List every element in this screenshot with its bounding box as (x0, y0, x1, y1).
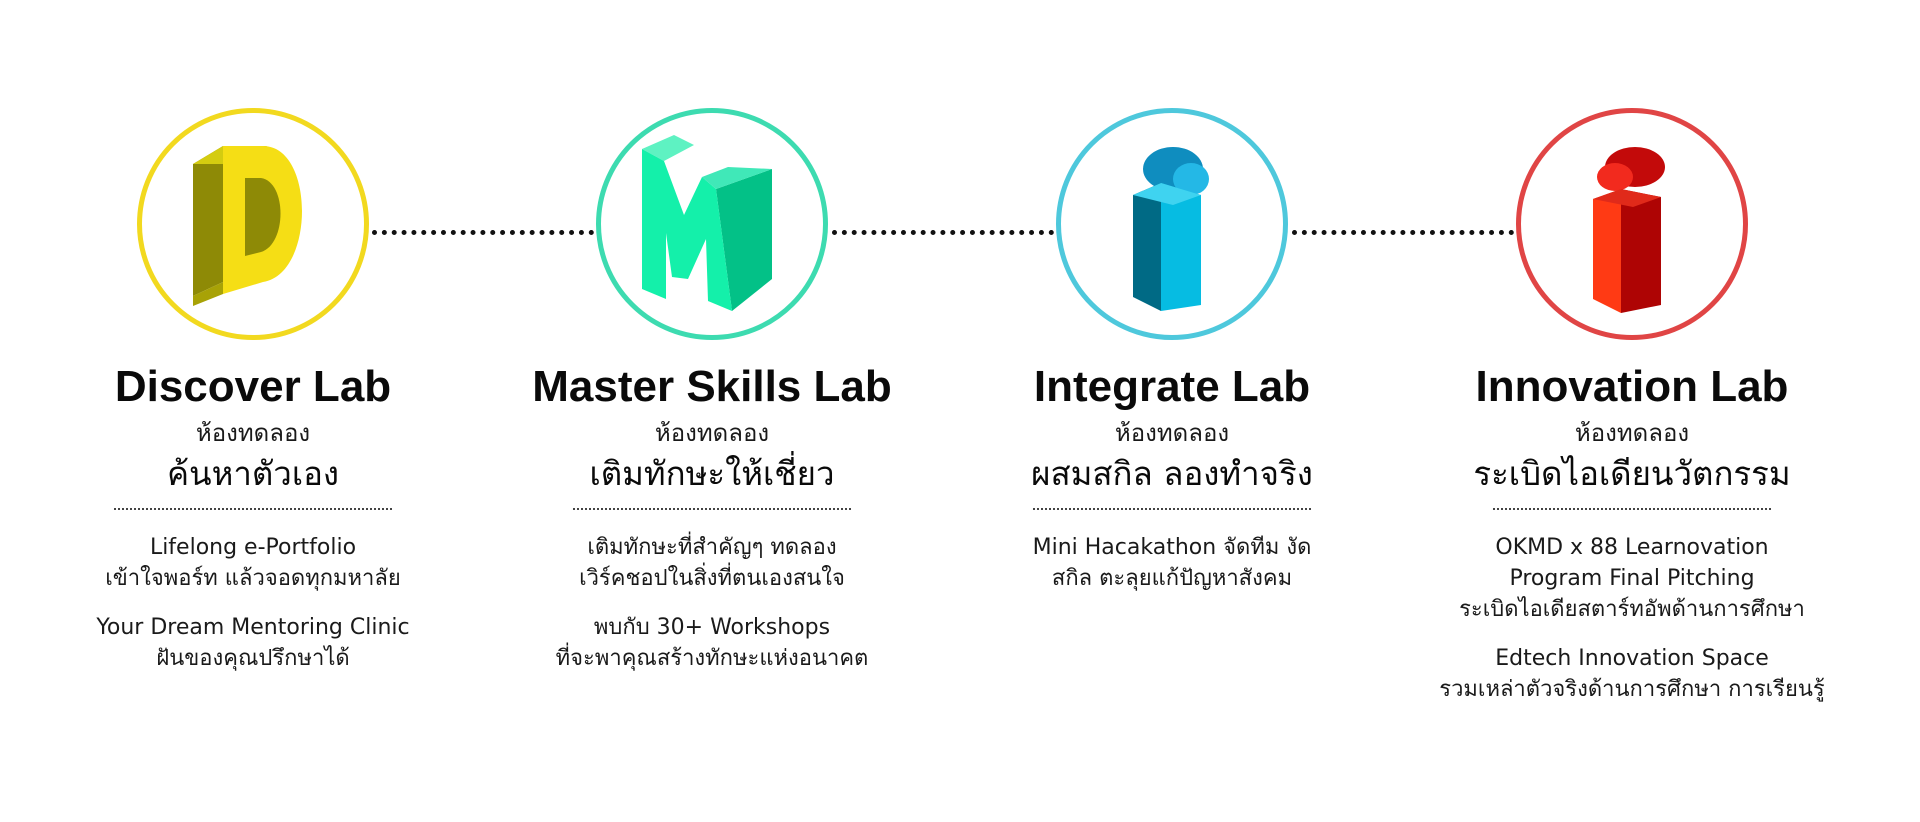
lab-circle (596, 108, 828, 340)
lab-subtitle: ห้องทดลอง (195, 419, 311, 447)
lab-card-master-skills: Master Skills Lab ห้องทดลอง เติมทักษะให้… (492, 108, 932, 674)
lab-item-line: OKMD x 88 Learnovation (1495, 535, 1769, 560)
divider (573, 508, 851, 510)
lab-item: Your Dream Mentoring Clinic ฝันของคุณปรึ… (96, 612, 409, 674)
lab-item-line: รวมเหล่าตัวจริงด้านการศึกษา การเรียนรู้ (1439, 677, 1825, 702)
lab-item-line: เวิร์คชอปในสิ่งที่ตนเองสนใจ (579, 566, 845, 591)
lab-card-integrate: Integrate Lab ห้องทดลอง ผสมสกิล ลองทำจริ… (952, 108, 1392, 594)
lab-item: Edtech Innovation Space รวมเหล่าตัวจริงด… (1439, 643, 1825, 705)
lab-title: Innovation Lab (1475, 362, 1789, 411)
lab-subtitle: ห้องทดลอง (1574, 419, 1690, 447)
lab-title: Master Skills Lab (532, 362, 892, 411)
connector-dots-2 (832, 230, 1054, 235)
lab-tagline: ค้นหาตัวเอง (166, 454, 340, 493)
lab-item-line: ฝันของคุณปรึกษาได้ (156, 646, 350, 671)
lab-tagline: ผสมสกิล ลองทำจริง (1031, 454, 1313, 493)
connector-dots-1 (372, 230, 594, 235)
lab-item: Lifelong e-Portfolio เข้าใจพอร์ท แล้วจอด… (96, 532, 409, 594)
lab-item-line: ระเบิดไอเดียสตาร์ทอัพด้านการศึกษา (1459, 597, 1805, 622)
lab-item: Mini Hacakathon จัดทีม งัด สกิล ตะลุยแก้… (1033, 532, 1312, 594)
lab-item-line: พบกับ 30+ Workshops (593, 615, 831, 640)
lab-item-line: สกิล ตะลุยแก้ปัญหาสังคม (1051, 566, 1293, 591)
lab-tagline: เติมทักษะให้เชี่ยว (589, 454, 835, 493)
lab-item-line: Lifelong e-Portfolio (149, 535, 357, 560)
lab-tagline: ระเบิดไอเดียนวัตกรรม (1473, 454, 1791, 493)
lab-item-line: Your Dream Mentoring Clinic (96, 615, 410, 640)
lab-title: Integrate Lab (1033, 362, 1311, 411)
lab-subtitle: ห้องทดลอง (1114, 419, 1230, 447)
lab-subtitle: ห้องทดลอง (654, 419, 770, 447)
lab-item-line: Mini Hacakathon จัดทีม งัด (1032, 535, 1312, 560)
lab-item-line: เข้าใจพอร์ท แล้วจอดทุกมหาลัย (105, 566, 401, 591)
lab-item: เติมทักษะที่สำคัญๆ ทดลอง เวิร์คชอปในสิ่ง… (556, 532, 869, 594)
letter-d-3d-icon (183, 134, 323, 314)
letter-i-blue-3d-icon (1117, 129, 1227, 319)
divider (1493, 508, 1771, 510)
lab-item-line: Edtech Innovation Space (1495, 646, 1769, 671)
lab-circle (1516, 108, 1748, 340)
lab-item: พบกับ 30+ Workshops ที่จะพาคุณสร้างทักษะ… (556, 612, 869, 674)
letter-i-red-3d-icon (1577, 129, 1687, 319)
lab-circle (1056, 108, 1288, 340)
lab-card-innovation: Innovation Lab ห้องทดลอง ระเบิดไอเดียนวั… (1412, 108, 1852, 705)
divider (114, 508, 392, 510)
lab-item-line: ที่จะพาคุณสร้างทักษะแห่งอนาคต (555, 646, 869, 671)
lab-card-discover: Discover Lab ห้องทดลอง ค้นหาตัวเอง Lifel… (33, 108, 473, 674)
lab-item: OKMD x 88 Learnovation Program Final Pit… (1439, 532, 1825, 625)
letter-m-3d-icon (632, 129, 792, 319)
lab-item-line: Program Final Pitching (1509, 566, 1755, 591)
divider (1033, 508, 1311, 510)
lab-item-line: เติมทักษะที่สำคัญๆ ทดลอง (587, 535, 837, 560)
lab-title: Discover Lab (114, 362, 392, 411)
connector-dots-3 (1292, 230, 1514, 235)
lab-circle (137, 108, 369, 340)
